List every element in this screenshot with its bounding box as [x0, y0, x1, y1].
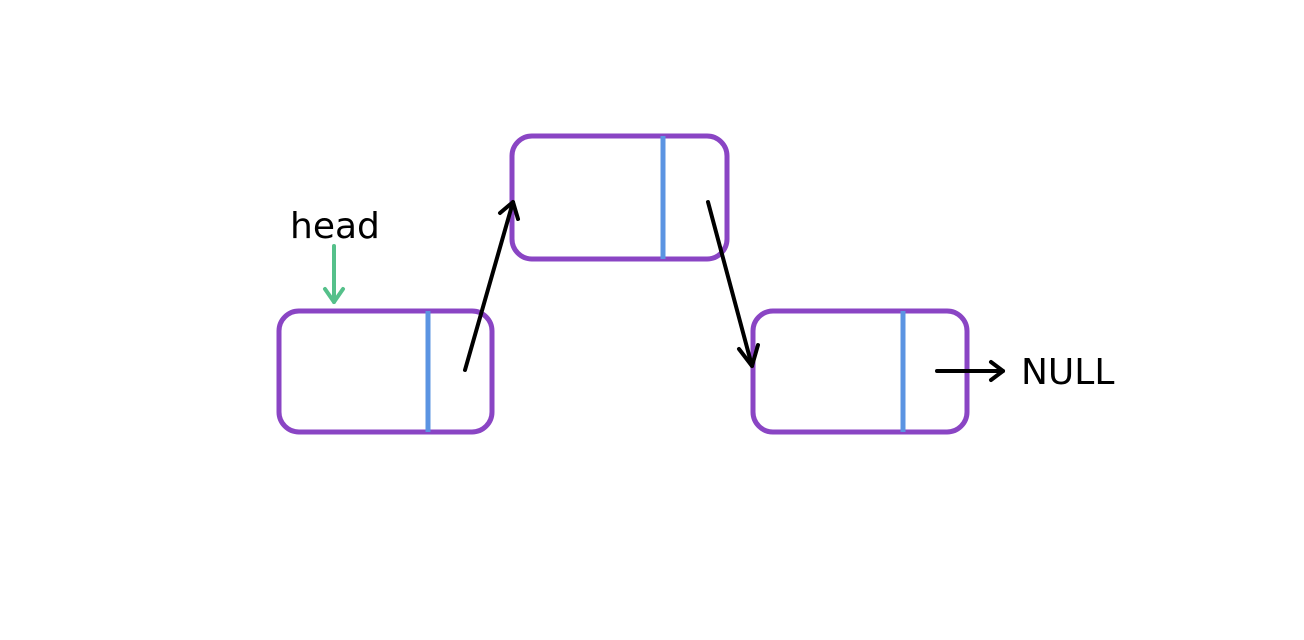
head-arrow [323, 244, 345, 304]
null-label: NULL [1021, 352, 1114, 393]
link-arrow-2-to-3 [706, 200, 760, 368]
head-label: head [290, 206, 380, 247]
list-node-3 [750, 308, 970, 435]
link-arrow-3-to-null [935, 360, 1005, 382]
node-1-box [276, 308, 495, 435]
node-3-box [750, 308, 970, 435]
link-arrow-1-to-2 [463, 200, 520, 372]
list-node-2 [509, 133, 730, 262]
list-node-1 [276, 308, 495, 435]
node-2-box [509, 133, 730, 262]
